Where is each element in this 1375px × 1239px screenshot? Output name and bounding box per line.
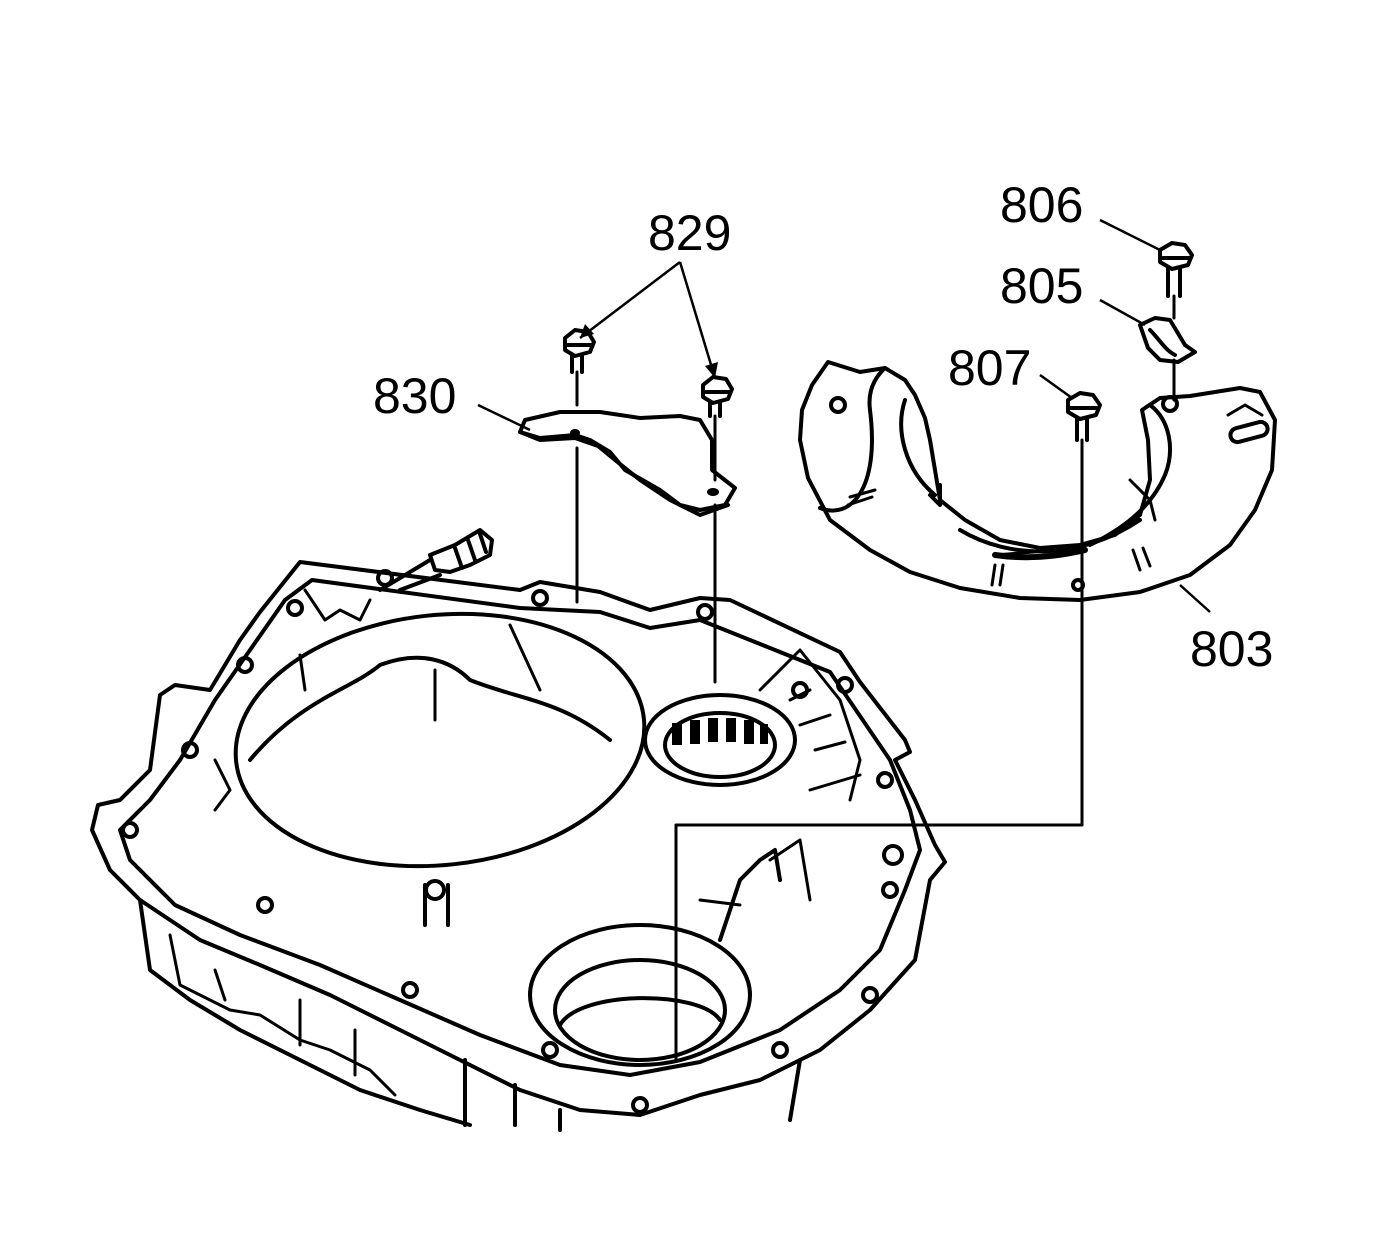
callout-leaders	[477, 218, 1211, 613]
spline-teeth	[672, 718, 768, 745]
callout-830: 830	[373, 368, 456, 424]
flange-bolt-holes	[121, 569, 904, 1114]
clip-805	[1138, 316, 1197, 364]
callout-805: 805	[1000, 258, 1083, 314]
bracket-830	[518, 410, 737, 517]
callout-803: 803	[1190, 621, 1273, 677]
alignment-lines	[575, 294, 1176, 1062]
transmission-case	[90, 560, 947, 1132]
bolt-807	[1066, 391, 1102, 442]
callout-labels: 806 805 829 807 830 803	[373, 177, 1273, 677]
callout-806: 806	[1000, 177, 1083, 233]
bolt-806	[1158, 241, 1194, 298]
shield-803	[798, 360, 1277, 602]
sensor-connector	[378, 528, 494, 592]
bolt-829-right	[701, 375, 734, 418]
callout-829: 829	[648, 205, 731, 261]
bolt-829-left	[563, 328, 596, 374]
callout-807: 807	[948, 340, 1031, 396]
